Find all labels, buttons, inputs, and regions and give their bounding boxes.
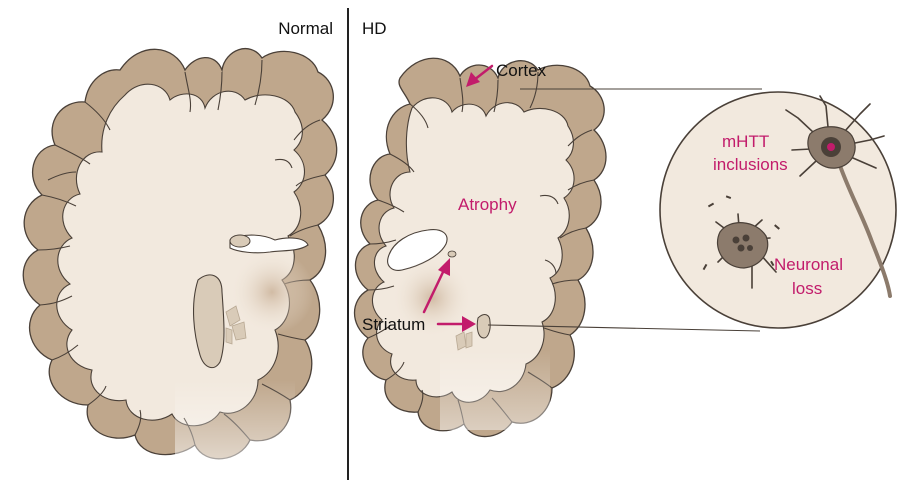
loss-label-line1: Neuronal [774, 255, 843, 274]
degen-granule-4 [747, 245, 753, 251]
mhtt-label-line2: inclusions [713, 155, 788, 174]
normal-ventricle-small [230, 235, 250, 247]
normal-label: Normal [278, 19, 333, 38]
degen-granule-3 [738, 245, 745, 252]
mhtt-inclusion [827, 143, 835, 151]
mhtt-label-line1: mHTT [722, 132, 769, 151]
normal-bottom-fade [175, 380, 295, 460]
atrophy-label: Atrophy [458, 195, 517, 214]
loss-label-line2: loss [792, 279, 822, 298]
striatum-label: Striatum [362, 315, 425, 334]
degen-granule-1 [733, 237, 740, 244]
degen-granule-2 [743, 235, 750, 242]
normal-shade [230, 250, 314, 334]
hd-brain [355, 58, 607, 436]
hd-label: HD [362, 19, 387, 38]
normal-brain [23, 49, 336, 460]
cortex-label: Cortex [496, 61, 547, 80]
hd-striatum [477, 315, 490, 338]
hd-caudate [448, 251, 456, 257]
hd-bottom-fade [440, 350, 550, 430]
